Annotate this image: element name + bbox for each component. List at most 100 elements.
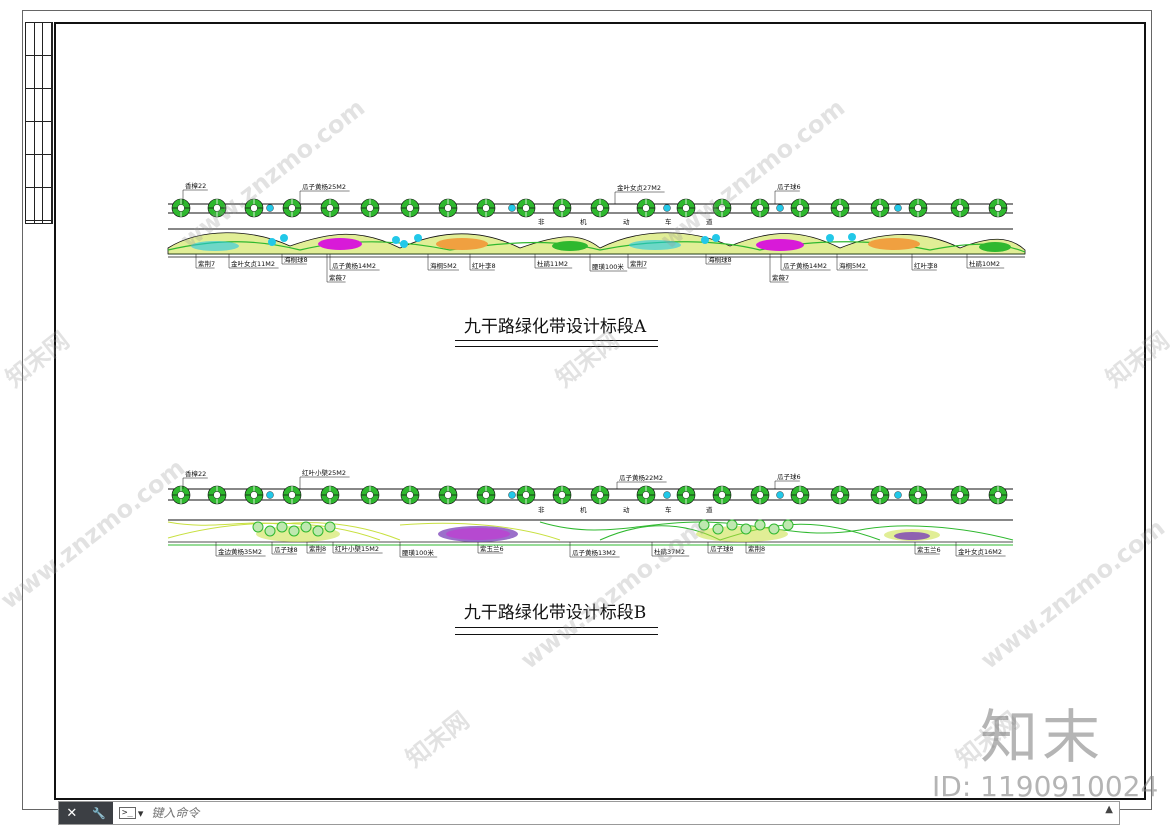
shrub-ball <box>300 521 312 533</box>
tree-symbol <box>950 485 970 505</box>
plant-callout: 紫玉兰6 <box>914 542 941 555</box>
plant-label: 香樟22 <box>185 469 206 478</box>
road-label-char: 机 <box>580 505 587 514</box>
shrub-ball <box>726 519 738 531</box>
tree-symbol <box>676 198 696 218</box>
plant-label: 金叶女贞27M2 <box>617 183 661 192</box>
shrub-ball <box>698 519 710 531</box>
plant-callout: 海桐5M2 <box>836 254 868 271</box>
shrub-ball <box>663 491 671 499</box>
tree-symbol <box>476 198 496 218</box>
plant-callout: 海桐球8 <box>705 254 732 265</box>
close-icon[interactable]: ✕ <box>66 805 78 821</box>
tree-symbol <box>207 485 227 505</box>
tree-symbol <box>438 198 458 218</box>
tree-symbol <box>908 198 928 218</box>
tree-symbol <box>636 485 656 505</box>
plant-callout: 瓜子球6 <box>774 182 801 204</box>
section-b-underline <box>455 627 658 628</box>
section-b-title: 九干路绿化带设计标段B <box>463 603 647 623</box>
tree-symbol <box>988 485 1008 505</box>
plant-callout: 瓜子黄杨13M2 <box>569 542 620 558</box>
tree-symbol <box>676 485 696 505</box>
plant-label: 瓜子球6 <box>777 182 801 191</box>
shrub-ball <box>312 525 324 537</box>
plant-label: 红叶李8 <box>914 261 938 270</box>
plant-label: 海桐5M2 <box>839 261 866 270</box>
road-label-char: 非 <box>538 217 545 226</box>
terminal-icon: >_ <box>119 807 136 819</box>
plant-label: 海桐5M2 <box>430 261 457 270</box>
tree-symbol <box>282 198 302 218</box>
tree-symbol <box>244 198 264 218</box>
plant-callout: 紫玉兰6 <box>477 542 504 554</box>
road-label-char: 动 <box>623 218 630 226</box>
plant-label: 腰璜100米 <box>592 262 624 271</box>
plant-label: 红叶小檗25M2 <box>302 468 346 477</box>
command-input[interactable] <box>149 805 954 821</box>
tree-symbol <box>360 198 380 218</box>
title-block <box>25 22 53 224</box>
tree-symbol <box>244 485 264 505</box>
plant-callout: 紫薇7 <box>326 254 346 283</box>
plant-callout: 红叶小檗25M2 <box>299 468 350 489</box>
shrub-ball <box>782 519 794 531</box>
shrub-ball <box>712 523 724 535</box>
resource-id: ID: 1190910024 <box>932 770 1159 803</box>
tree-symbol <box>516 198 536 218</box>
brand-logo: 知末 <box>980 703 1105 771</box>
plant-label: 红叶小檗15M2 <box>335 544 379 553</box>
tree-symbol <box>590 198 610 218</box>
plant-label: 紫荆8 <box>309 544 326 553</box>
prompt-selector[interactable]: >_ ▾ <box>113 807 143 820</box>
road-label-char: 车 <box>665 505 672 514</box>
shrub-ball <box>508 204 516 212</box>
tree-symbol <box>988 198 1008 218</box>
road-label-char: 动 <box>623 506 630 514</box>
plant-callout: 香樟22 <box>182 181 208 204</box>
tree-symbol <box>908 485 928 505</box>
plant-label: 紫薇7 <box>329 273 346 282</box>
plant-callout: 香樟22 <box>182 469 208 489</box>
shrub-ball <box>776 491 784 499</box>
shrub-ball <box>288 525 300 537</box>
plant-callout: 杜鹃37M2 <box>651 542 690 557</box>
tree-symbol <box>171 485 191 505</box>
plant-callout: 金叶女贞27M2 <box>614 183 665 204</box>
chevron-down-icon: ▾ <box>137 806 144 820</box>
tree-symbol <box>750 485 770 505</box>
plant-label: 金叶女贞11M2 <box>231 259 275 268</box>
plant-callout: 金叶女贞11M2 <box>228 254 279 269</box>
section-b-underline-2 <box>455 634 658 635</box>
wrench-icon[interactable]: 🔧 <box>91 806 106 820</box>
shrub-ball <box>266 204 274 212</box>
tree-symbol <box>712 198 732 218</box>
section-a-underline <box>455 340 658 341</box>
plant-label: 瓜子黄杨25M2 <box>302 182 346 191</box>
tree-symbol <box>320 485 340 505</box>
plant-callout: 腰璜100米 <box>589 254 628 272</box>
road-label-char: 机 <box>580 217 587 226</box>
plant-label: 杜鹃11M2 <box>537 259 568 268</box>
plant-callout: 瓜子黄杨14M2 <box>329 254 380 271</box>
shrub-ball <box>324 521 336 533</box>
plant-callout: 紫薇7 <box>769 254 789 283</box>
tree-symbol <box>516 485 536 505</box>
plant-callout: 瓜子黄杨14M2 <box>780 254 831 271</box>
tree-symbol <box>590 485 610 505</box>
plant-label: 红叶李8 <box>472 261 496 270</box>
shrub-ball <box>264 525 276 537</box>
history-up-icon[interactable]: ▲ <box>1105 804 1113 815</box>
shrub-ball <box>894 204 902 212</box>
shrub-ball <box>776 204 784 212</box>
plant-label: 海桐球8 <box>284 255 308 264</box>
plant-callout: 紫荆7 <box>627 254 647 269</box>
tree-symbol <box>552 198 572 218</box>
tree-symbol <box>830 485 850 505</box>
shrub-ball <box>266 491 274 499</box>
plant-callout: 红叶小檗15M2 <box>332 542 383 554</box>
plant-callout: 杜鹃10M2 <box>966 254 1005 269</box>
